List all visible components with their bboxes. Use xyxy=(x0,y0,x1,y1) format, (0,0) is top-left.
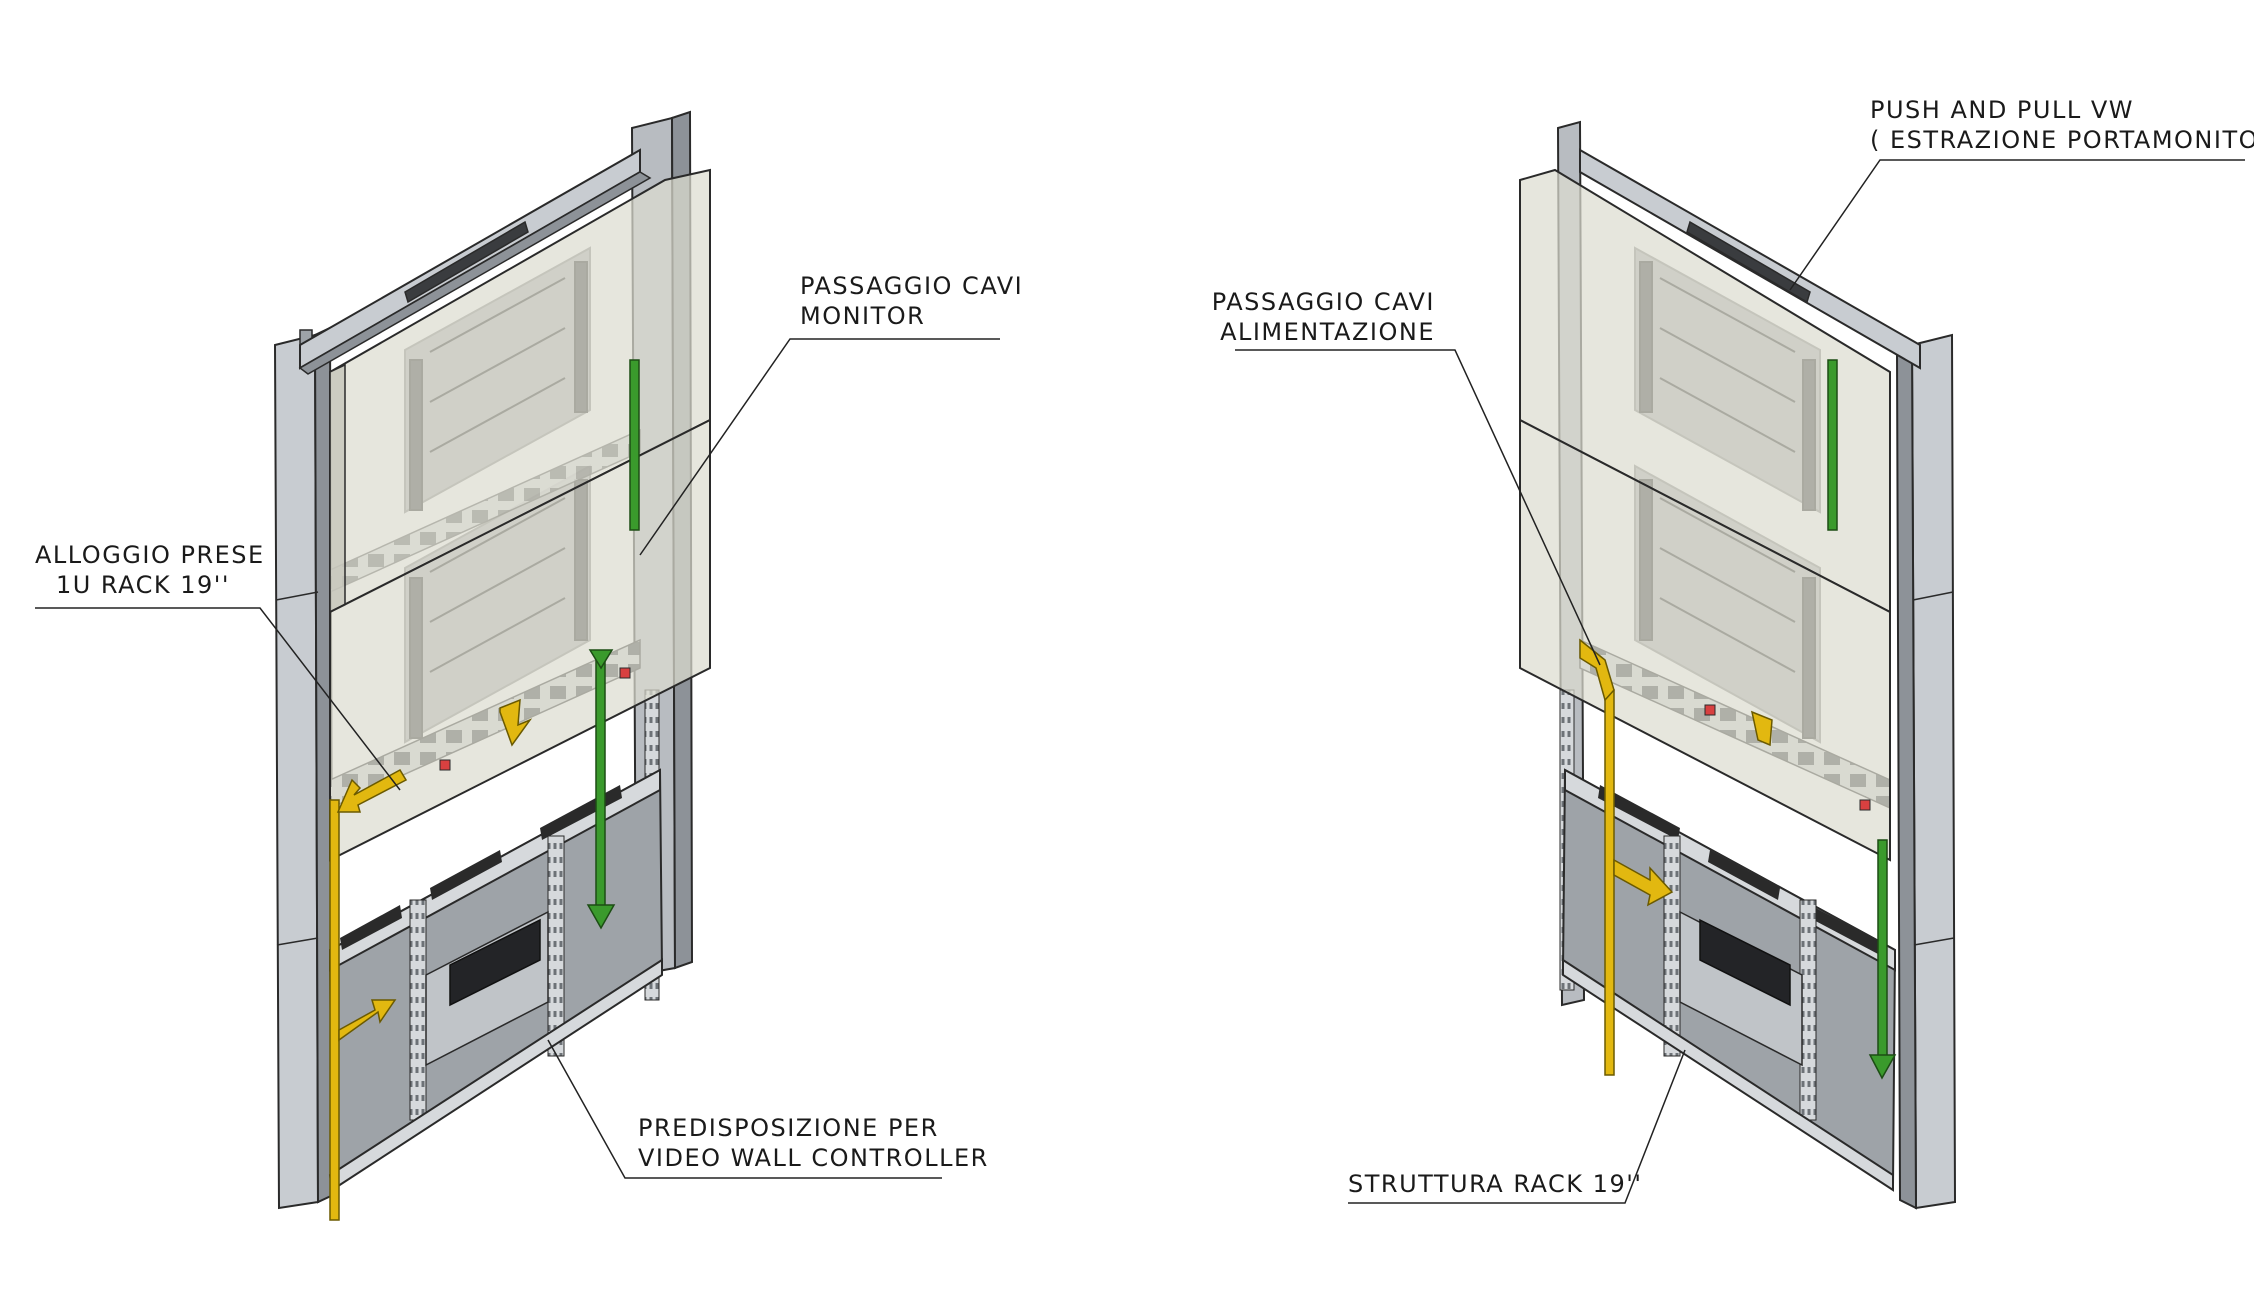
power-cable-left xyxy=(329,698,533,1221)
right-right-post xyxy=(1910,333,1957,1210)
power-cable-right xyxy=(1579,638,1773,1076)
label-passaggio-cavi-alimentazione-line2: ALIMENTAZIONE xyxy=(1220,318,1435,346)
label-struttura-rack-line1: STRUTTURA RACK 19'' xyxy=(1348,1170,1643,1198)
leader-lines-right xyxy=(1235,159,2245,1204)
label-passaggio-cavi-monitor-line2: MONITOR xyxy=(800,302,926,330)
leader-struttura xyxy=(1348,1049,1686,1204)
right-assembly xyxy=(1235,120,2245,1210)
leader-passaggio-monitor xyxy=(639,338,1000,556)
label-push-and-pull-line2: ( ESTRAZIONE PORTAMONITOR ) xyxy=(1870,126,2254,154)
label-push-and-pull-line1: PUSH AND PULL VW xyxy=(1870,96,2134,124)
leader-predisposizione xyxy=(547,1039,942,1179)
leader-alimentazione xyxy=(1235,349,1601,666)
right-video-wall-controller xyxy=(1699,918,1791,1007)
label-passaggio-cavi-monitor-line1: PASSAGGIO CAVI xyxy=(800,272,1024,300)
right-monitor-glass-upper xyxy=(1519,168,1891,614)
label-alloggio-prese-line1: ALLOGGIO PRESE xyxy=(35,541,265,569)
label-passaggio-cavi-alimentazione: PASSAGGIO CAVI ALIMENTAZIONE xyxy=(1180,287,1435,347)
left-assembly xyxy=(35,110,1000,1221)
label-alloggio-prese: ALLOGGIO PRESE 1U RACK 19'' xyxy=(35,540,265,600)
label-passaggio-cavi-monitor: PASSAGGIO CAVI MONITOR xyxy=(800,271,1023,331)
leader-alloggio xyxy=(35,607,401,791)
label-predisposizione: PREDISPOSIZIONE PER VIDEO WALL CONTROLLE… xyxy=(638,1113,989,1173)
label-predisposizione-line1: PREDISPOSIZIONE PER xyxy=(638,1114,939,1142)
monitor-cable-right xyxy=(1827,359,1897,1080)
left-post xyxy=(273,333,320,1210)
monitor-glass-lower xyxy=(329,418,711,862)
right-monitor-glass-lower xyxy=(1519,418,1891,862)
label-push-and-pull: PUSH AND PULL VW ( ESTRAZIONE PORTAMONIT… xyxy=(1870,95,2254,155)
label-alloggio-prese-line2: 1U RACK 19'' xyxy=(55,571,230,599)
monitor-cable-left xyxy=(586,359,640,930)
leader-lines-left xyxy=(35,338,1000,1179)
label-passaggio-cavi-alimentazione-line1: PASSAGGIO CAVI xyxy=(1211,288,1435,316)
video-wall-controller xyxy=(449,918,541,1007)
label-predisposizione-line2: VIDEO WALL CONTROLLER xyxy=(638,1144,989,1172)
leader-push-pull xyxy=(1789,159,2245,291)
label-struttura-rack: STRUTTURA RACK 19'' xyxy=(1348,1169,1642,1199)
